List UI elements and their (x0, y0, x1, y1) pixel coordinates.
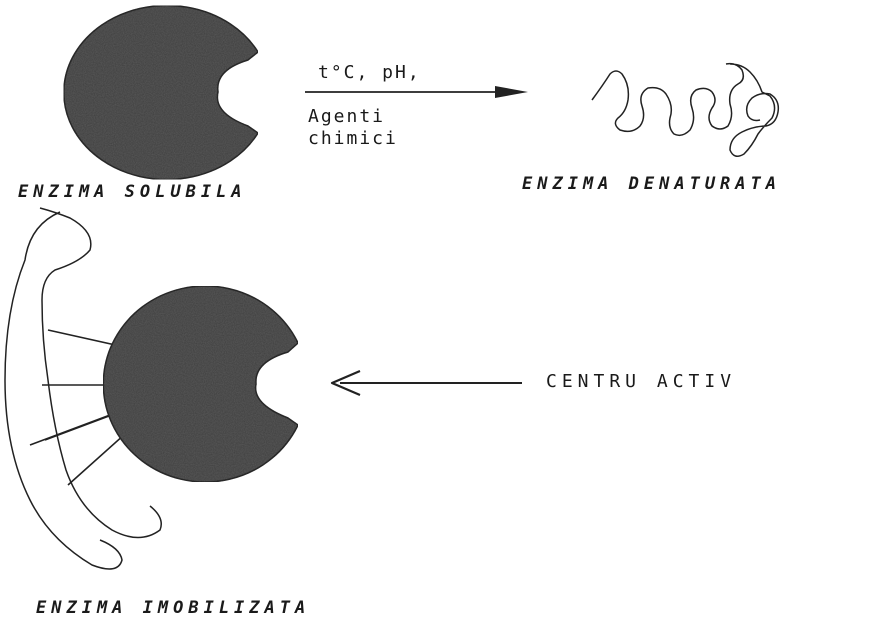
denaturation-arrow (305, 86, 528, 98)
immobilized-enzyme-label: ENZIMA IMOBILIZATA (36, 598, 310, 618)
denatured-enzyme-label: ENZIMA DENATURATA (522, 174, 781, 194)
soluble-enzyme-shape (64, 5, 258, 179)
immobilized-enzyme-shape (103, 286, 298, 482)
denatured-enzyme-coil (592, 64, 778, 157)
conditions-label-line1: t°C, pH, (318, 62, 421, 83)
active-center-label: CENTRU ACTIV (546, 371, 736, 392)
active-center-arrow (332, 371, 522, 395)
conditions-label-line3: chimici (308, 128, 398, 149)
soluble-enzyme-label: ENZIMA SOLUBILA (18, 182, 247, 202)
conditions-label-line2: Agenti (308, 106, 385, 127)
